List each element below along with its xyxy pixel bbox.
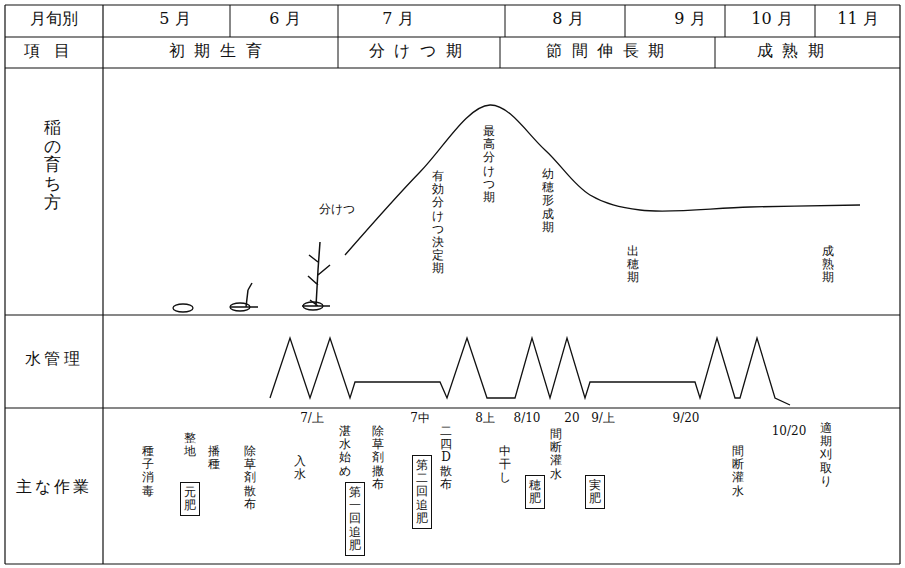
table-header: 初期生育: [169, 42, 271, 60]
table-header: 5 月: [159, 10, 190, 28]
fertilizer-box: 穂肥: [525, 475, 545, 509]
table-header: 月旬別: [30, 10, 78, 28]
table-rule: [5, 563, 900, 564]
table-header: 10 月: [751, 10, 792, 28]
stage-divider: [715, 37, 716, 68]
table-rule: [4, 5, 5, 564]
task-label: 9/上: [591, 412, 615, 425]
task-label: 整地: [184, 432, 196, 458]
stage-label: 主な作業: [16, 478, 93, 496]
table-header: 分けつ期: [369, 42, 471, 60]
seed: [173, 304, 193, 312]
growth-curve: [345, 105, 860, 255]
task-label: 7中: [410, 412, 430, 425]
table-rule: [899, 5, 900, 564]
stage-label: 分けつ: [319, 203, 355, 216]
fertilizer-box: 元肥: [180, 482, 200, 516]
task-label: 10/20: [772, 425, 807, 438]
task-label: 間断灌水: [732, 445, 744, 498]
table-header: 9 月: [674, 10, 705, 28]
table-rule: [5, 36, 900, 37]
month-divider: [505, 5, 506, 37]
table-header: 7 月: [382, 10, 413, 28]
table-header: 節間伸長期: [546, 42, 674, 60]
task-label: 播種: [208, 445, 220, 471]
water-level: [270, 338, 790, 405]
month-divider: [625, 5, 626, 37]
fertilizer-text: 穂肥: [529, 479, 541, 505]
task-label: 種子消毒: [142, 445, 154, 498]
fertilizer-box: 第二回追肥: [412, 455, 432, 529]
table-rule: [5, 67, 900, 68]
row-header: 稲の育ち方: [44, 118, 61, 211]
task-label: 8/10: [514, 412, 541, 425]
task-label: 除草剤撒布: [372, 425, 384, 491]
month-divider: [725, 5, 726, 37]
table-header: 6 月: [269, 10, 300, 28]
stage-label: 幼穂形成期: [542, 168, 554, 234]
table-header: 項目: [24, 42, 85, 60]
stage-divider: [338, 37, 339, 68]
task-label: 7/上: [300, 412, 324, 425]
task-label: 除草剤散布: [244, 445, 256, 511]
task-label: 中干し: [499, 445, 511, 485]
task-label: 間断灌水: [550, 428, 562, 481]
stage-label: 成熟期: [822, 245, 834, 285]
fertilizer-box: 実肥: [585, 475, 605, 509]
stage-divider: [500, 37, 501, 68]
table-header: 8 月: [552, 10, 583, 28]
row-header: 水管理: [25, 350, 83, 368]
table-header: 成熟期: [757, 42, 834, 60]
seedling: [302, 242, 330, 306]
fertilizer-text: 第二回追肥: [416, 459, 428, 525]
task-label: 9/20: [673, 412, 700, 425]
sprout: [230, 283, 258, 307]
fertilizer-box: 第一回追肥: [345, 482, 365, 556]
table-rule: [5, 407, 900, 408]
month-divider: [230, 5, 231, 37]
month-divider: [338, 5, 339, 37]
stage-label: 有効分けつ決定期: [432, 170, 444, 276]
month-divider: [815, 5, 816, 37]
task-label: 適期刈取り: [820, 422, 832, 488]
task-label: 8上: [475, 412, 495, 425]
table-rule: [5, 4, 900, 5]
task-label: 入水: [294, 455, 306, 481]
table-rule: [102, 5, 103, 564]
fertilizer-text: 実肥: [589, 479, 601, 505]
task-label: 二四D散布: [440, 425, 452, 491]
fertilizer-text: 第一回追肥: [349, 486, 361, 552]
fertilizer-text: 元肥: [184, 486, 196, 512]
task-label: 湛水始め: [339, 425, 351, 478]
table-rule: [5, 314, 900, 315]
stage-label: 出穂期: [627, 245, 639, 285]
stage-label: 最高分けつ期: [483, 125, 495, 204]
task-label: 20: [564, 412, 579, 425]
table-header: 11 月: [837, 10, 878, 28]
